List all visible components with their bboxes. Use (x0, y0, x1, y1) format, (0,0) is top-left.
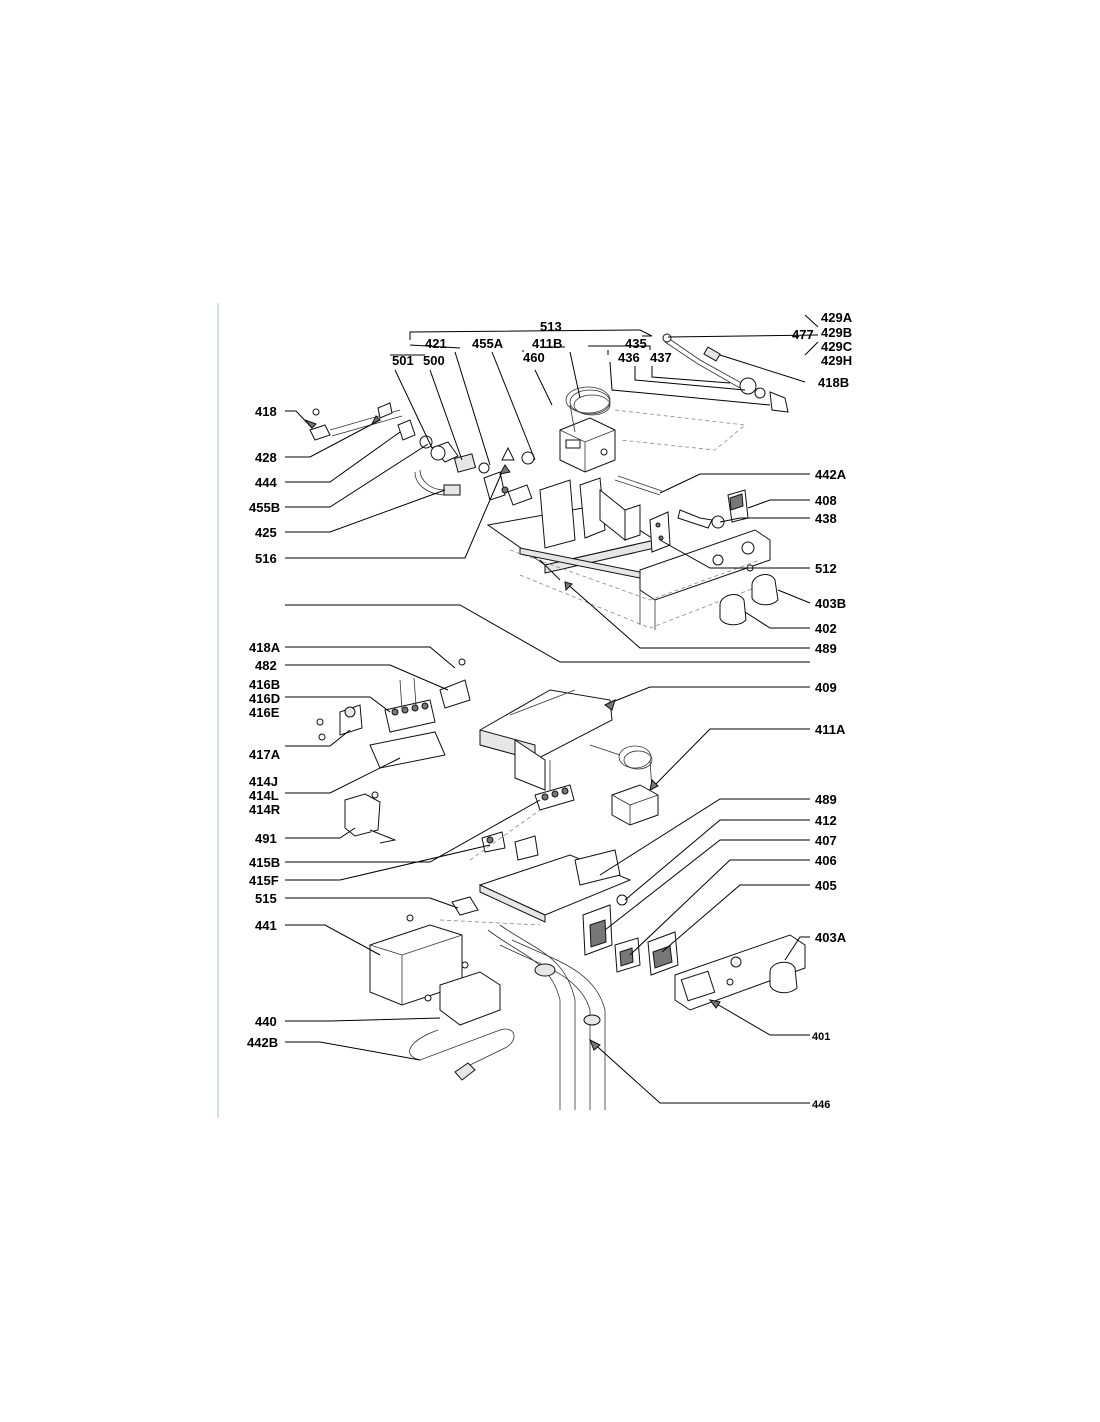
label-516: 516 (255, 551, 277, 566)
label-515: 515 (255, 891, 277, 906)
label-428: 428 (255, 450, 277, 465)
label-491: 491 (255, 831, 277, 846)
gas-pipe (329, 409, 403, 437)
ignitor-440 (439, 971, 501, 1026)
upper-assembly (309, 333, 789, 630)
label-425: 425 (255, 525, 277, 540)
label-415f: 415F (249, 873, 279, 888)
label-437: 437 (650, 350, 672, 365)
label-500: 500 (423, 353, 445, 368)
label-482: 482 (255, 658, 277, 673)
label-477: 477 (792, 327, 814, 342)
label-455a: 455A (472, 336, 504, 351)
label-436: 436 (618, 350, 640, 365)
label-411b: 411B (532, 336, 562, 351)
label-416b: 416B (249, 677, 280, 692)
label-407: 407 (815, 833, 837, 848)
label-429b: 429B (821, 325, 852, 340)
label-429h: 429H (821, 353, 852, 368)
knob-403b (751, 574, 779, 606)
thermostat-probe (664, 337, 746, 389)
terminal-block-416 (384, 699, 436, 733)
label-402: 402 (815, 621, 837, 636)
label-446: 446 (812, 1099, 830, 1111)
label-442a: 442A (815, 467, 847, 482)
label-440: 440 (255, 1014, 277, 1029)
label-489-upper: 489 (815, 641, 837, 656)
label-513: 513 (540, 319, 562, 334)
label-435: 435 (625, 336, 647, 351)
label-416d: 416D (249, 691, 280, 706)
label-418: 418 (255, 404, 277, 419)
label-438: 438 (815, 511, 837, 526)
label-403b: 403B (815, 596, 846, 611)
label-416e: 416E (249, 705, 280, 720)
label-460: 460 (523, 350, 545, 365)
label-489-lower: 489 (815, 792, 837, 807)
label-512: 512 (815, 561, 837, 576)
label-414j: 414J (249, 774, 278, 789)
label-415b: 415B (249, 855, 280, 870)
knob-402 (719, 594, 747, 626)
label-442b: 442B (247, 1035, 278, 1050)
label-418b: 418B (818, 375, 849, 390)
label-441: 441 (255, 918, 277, 933)
label-409: 409 (815, 680, 837, 695)
label-417a: 417A (249, 747, 281, 762)
label-408: 408 (815, 493, 837, 508)
lower-assembly (316, 658, 806, 1110)
ignition-lead (409, 1028, 515, 1066)
label-401: 401 (812, 1031, 830, 1043)
label-406: 406 (815, 853, 837, 868)
solenoid-block (559, 417, 616, 473)
label-414r: 414R (249, 802, 281, 817)
label-414l: 414L (249, 788, 279, 803)
hose-446 (487, 924, 576, 1110)
label-444: 444 (255, 475, 277, 490)
relay-491 (344, 793, 381, 837)
label-429a: 429A (821, 310, 853, 325)
leader-lines (285, 314, 819, 1104)
label-411a: 411A (815, 722, 846, 737)
label-405: 405 (815, 878, 837, 893)
solenoid-411a (611, 784, 659, 826)
callout-labels: 429A 429B 429C 429H 477 513 421 411B 435… (247, 310, 853, 1111)
label-429c: 429C (821, 339, 853, 354)
label-501: 501 (392, 353, 414, 368)
section-divider (285, 604, 810, 663)
label-421: 421 (425, 336, 447, 351)
label-412: 412 (815, 813, 837, 828)
label-403a: 403A (815, 930, 847, 945)
knob-403a (769, 961, 798, 994)
rail-bar (519, 547, 641, 579)
label-455b: 455B (249, 500, 280, 515)
label-418a: 418A (249, 640, 281, 655)
